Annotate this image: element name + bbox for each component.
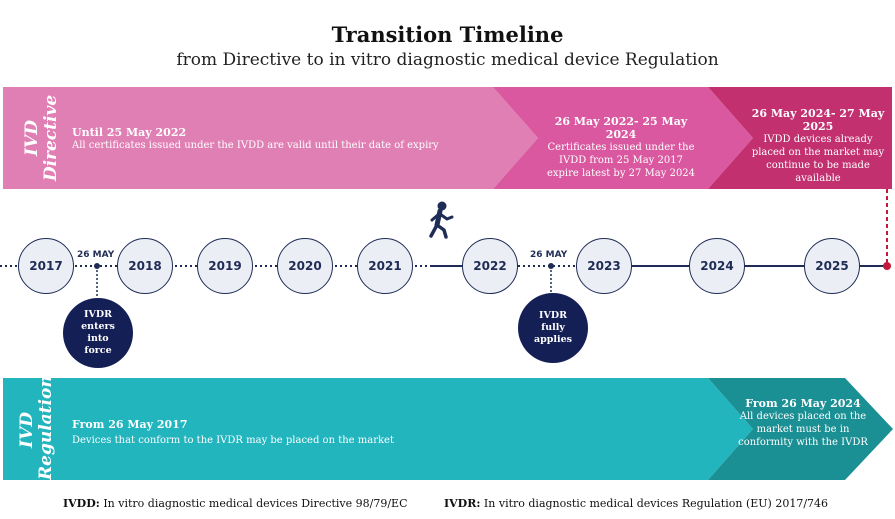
legend-ivdr-definition: In vitro diagnostic medical devices Regu… [483,497,829,510]
legend-ivdd-definition: In vitro diagnostic medical devices Dire… [103,497,408,510]
legend-ivdd: IVDD: In vitro diagnostic medical device… [63,497,408,510]
regulation-label-line-2: Regulation [36,375,56,480]
milestone-1-line-4: force [84,345,112,356]
milestone-1-line-1: IVDR [84,309,112,320]
regulation-label-line-1: IVD [17,412,37,448]
regulation-segment-2-shape [708,378,893,480]
milestone-1-circle: IVDR enters into force [63,298,133,368]
directive-segment-1: Until 25 May 2022 All certificates issue… [72,126,482,152]
milestone-2-date: 26 MAY [530,250,568,260]
legend-ivdr-term: IVDR: [444,497,481,510]
milestone-2-line-1: IVDR [539,310,567,321]
legend-ivdd-term: IVDD: [63,497,100,510]
regulation-segment-1-shape [3,378,753,480]
directive-segment-2-text: Certificates issued under the IVDD from … [546,142,696,179]
directive-segment-2-heading: 26 May 2022- 25 May 2024 [554,115,688,141]
directive-segment-1-heading: Until 25 May 2022 [72,126,187,139]
year-2019: 2019 [197,238,253,294]
milestone-2-line-3: applies [533,334,573,345]
directive-segment-3: 26 May 2024- 27 May 2025 IVDD devices al… [746,107,890,185]
year-2022: 2022 [462,238,518,294]
walking-person-icon [429,201,454,239]
diagram-title: Transition Timeline [331,22,564,47]
milestone-2-circle: IVDR fully applies [518,293,588,363]
regulation-segment-1-text: Devices that conform to the IVDR may be … [72,435,394,446]
year-2017: 2017 [18,238,74,294]
milestone-1-date: 26 MAY [77,250,115,260]
directive-segment-3-shape [708,87,892,189]
year-2018: 2018 [117,238,173,294]
directive-segment-3-heading: 26 May 2024- 27 May 2025 [751,107,885,133]
regulation-segment-1: From 26 May 2017 Devices that conform to… [72,418,632,447]
diagram-subtitle: from Directive to in vitro diagnostic me… [176,50,719,70]
directive-segment-2-shape [493,87,753,189]
directive-segment-2: 26 May 2022- 25 May 2024 Certificates is… [546,115,696,180]
year-2024: 2024 [689,238,745,294]
regulation-segment-1-heading: From 26 May 2017 [72,418,188,431]
directive-label-line-1: IVD [22,120,42,156]
milestone-2-line-2: fully [541,322,565,333]
regulation-segment-2-text: All devices placed on the market must be… [738,411,868,448]
regulation-band-label: IVD Regulation [17,375,58,480]
directive-segment-1-text: All certificates issued under the IVDD a… [72,140,439,151]
end-marker [883,262,891,270]
year-2020: 2020 [277,238,333,294]
directive-label-line-2: Directive [41,94,61,182]
milestone-1-line-2: enters [81,321,115,332]
regulation-segment-2: From 26 May 2024 All devices placed on t… [738,397,868,449]
milestone-1-line-3: into [87,333,109,344]
year-2025: 2025 [804,238,860,294]
legend-ivdr: IVDR: In vitro diagnostic medical device… [444,497,828,510]
year-2023: 2023 [576,238,632,294]
regulation-segment-2-heading: From 26 May 2024 [745,397,861,410]
directive-segment-1-shape [3,87,538,189]
year-2021: 2021 [357,238,413,294]
directive-segment-3-text: IVDD devices already placed on the marke… [751,134,885,184]
directive-band-label: IVD Directive [22,93,63,183]
